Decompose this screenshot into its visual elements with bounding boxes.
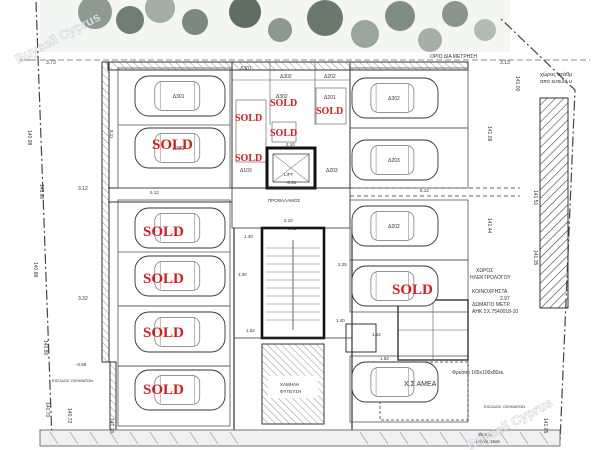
bottom-level-5: 141.70 [108, 418, 114, 434]
sold-stamps-small: SOLD SOLD SOLD SOLD SOLD [235, 98, 343, 164]
unit-label-d302-inner: Δ302 [276, 94, 288, 100]
ramp-label: ΠΡΟΘΑΛΑΜΟΣ [268, 198, 300, 203]
entrance-label-left: ΕΙΣΟΔΟΣ ΟΧΗΜΑΤΩΝ [52, 378, 93, 383]
dim-6: 1.40 [244, 234, 253, 239]
bottom-note: Φρεάτιο 165x100x80εκ. [452, 369, 505, 376]
right-car-3-label: Δ202 [388, 224, 400, 230]
lift-label: LIFT [284, 172, 294, 177]
left-parking-bays [117, 67, 231, 427]
level-right-4: 141.51 [532, 190, 538, 206]
level-right-2: 141.00 [514, 76, 520, 92]
level-left-7: 3.32 [78, 296, 88, 302]
dim-9: 1.52 [380, 356, 389, 361]
top-road-label: ΟΡΙΟ ΔΙΑ ΜΕΤΡΗΣΗ [430, 54, 477, 60]
unit-label-d203: Δ203 [326, 168, 338, 174]
level-left-9: -0.58 [76, 362, 87, 367]
left-car-6 [134, 369, 226, 411]
service-note-3: ΚΟΙΝΟΧΡΗΣΤΑ [472, 289, 508, 295]
sold-stamps: SOLD SOLD SOLD SOLD SOLD SOLD [143, 137, 433, 398]
level-right-6: 141.35 [532, 250, 538, 266]
level-right-8: 141.05 [542, 418, 548, 434]
sold-stamp-1: SOLD [152, 137, 193, 153]
level-left-5: 140.88 [32, 262, 38, 278]
level-right-3: 141.09 [486, 126, 492, 142]
level-left-3: 143.60 [38, 184, 44, 200]
accessible-label: Χ.Σ ΑΜΕΑ [404, 381, 437, 388]
service-note-2: ΗΛΕΚΤΡΟΛΟΓΟΥ [470, 275, 511, 281]
service-note-1: ΧΩΡΟΣ [476, 268, 493, 274]
sold-stamp-small-3: SOLD [235, 113, 262, 124]
level-right-5: 141.44 [486, 218, 492, 234]
level-right-1: 3.13 [500, 60, 510, 66]
sold-stamp-small-4: SOLD [270, 128, 297, 139]
unit-label-d302: Δ302 [280, 74, 292, 80]
dim-12: 3.30 [238, 272, 247, 277]
unit-label-d301: Δ301 [240, 66, 252, 72]
bottom-hedge [39, 429, 561, 447]
left-car-5 [134, 311, 226, 353]
level-right-7: 2.97 [500, 296, 510, 302]
dim-10: -0.91 [286, 180, 297, 185]
dim-5: 2.10 [284, 218, 293, 223]
bottom-level-3: 26.512 [478, 432, 492, 437]
right-car-3: Δ202 [351, 205, 439, 247]
sold-stamp-2: SOLD [143, 224, 184, 240]
level-left-6: 140.80 [42, 340, 48, 356]
level-left-1: 3.73 [46, 60, 56, 66]
sold-stamp-5: SOLD [143, 382, 184, 398]
right-car-2: Δ203 [351, 139, 439, 181]
left-car-3 [134, 207, 226, 249]
bottom-level-4: Βάθος 16x6 [476, 438, 500, 444]
dim-13: 2.25 [338, 262, 347, 267]
central-core [231, 61, 469, 430]
trees-strip [40, 0, 510, 52]
left-car-1: Δ301 [134, 75, 226, 117]
sold-stamp-small-2: SOLD [316, 106, 343, 117]
level-left-8: 140.70 [44, 402, 50, 418]
left-car-1-label: Δ301 [173, 94, 185, 100]
entrance-label-right: ΕΙΣΟΔΟΣ ΟΧΗΜΑΤΩΝ [484, 404, 525, 409]
right-car-1-label: Δ302 [388, 96, 400, 102]
bottom-level-1: 140.72 [66, 408, 72, 424]
sold-stamp-4: SOLD [143, 325, 184, 341]
sold-stamp-6: SOLD [392, 282, 433, 298]
planting-label-2: ΦΥΤΕΥΣΗ [280, 389, 301, 394]
shaded-note-line-1: χώρος στάθμ [540, 71, 572, 78]
dim-1: 8.11 [109, 130, 114, 139]
left-car-2-label: Δ302 [173, 146, 185, 152]
dim-8: 1.52 [246, 328, 255, 333]
right-car-4 [351, 265, 439, 307]
hatched-slope [539, 97, 569, 309]
dim-7: 1.40 [336, 318, 345, 323]
dim-3: 5.12 [420, 188, 429, 193]
unit-label-d202: Δ202 [324, 74, 336, 80]
bottom-level-2: 1.52 [372, 332, 381, 337]
dim-4: 2.10 [286, 142, 295, 147]
unit-label-d201: Δ201 [324, 95, 336, 101]
dim-11: -0.91 [286, 226, 297, 231]
service-note-5: ΑΗΚ ΣΧ.7540018-10 [472, 309, 518, 315]
shaded-note-line-2: απο ευτελή υ [540, 78, 572, 85]
right-car-2-label: Δ203 [388, 158, 400, 164]
left-car-2: Δ302 [134, 127, 226, 169]
sold-stamp-small-1: SOLD [270, 98, 297, 109]
service-note-4: ΔΩΜΑΤΙΟ ΜΕΤΡ. [472, 302, 511, 308]
left-car-4 [134, 255, 226, 297]
sold-stamp-small-5: SOLD [235, 153, 262, 164]
level-left-2: 140.98 [26, 130, 32, 146]
planting-label-1: ΧΑΜΗΛΗ [280, 382, 299, 387]
dim-2: 5.12 [150, 190, 159, 195]
right-car-5 [351, 361, 439, 403]
level-left-4: 3.12 [78, 186, 88, 192]
unit-label-d103: Δ103 [240, 168, 252, 174]
right-car-1: Δ302 [351, 77, 439, 119]
sold-stamp-3: SOLD [143, 271, 184, 287]
